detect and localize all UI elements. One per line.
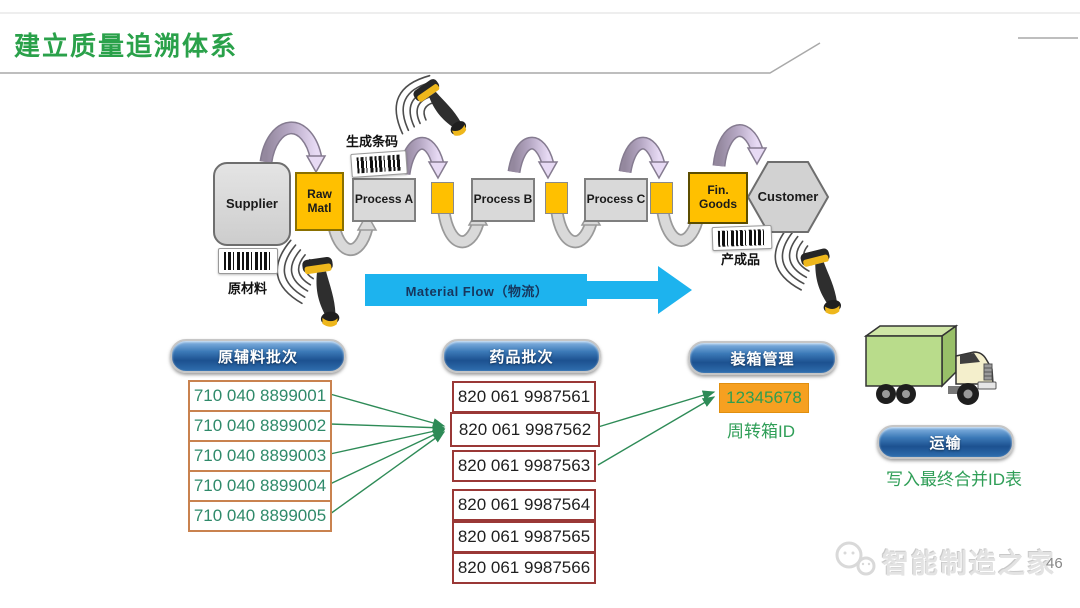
barcode-icon	[711, 224, 773, 252]
page-title: 建立质量追溯体系	[14, 31, 239, 61]
transport-note: 写入最终合并ID表	[886, 470, 1022, 489]
node-fin-goods: Fin. Goods	[688, 172, 748, 224]
raw-batch-box: 710 040 8899005	[188, 500, 332, 532]
barcode-icon	[218, 248, 278, 274]
node-process-a: Process A	[352, 178, 416, 222]
material-flow-arrow	[365, 266, 692, 314]
generate-barcode-label: 生成条码	[346, 134, 399, 149]
node-customer-label: Customer	[757, 188, 819, 204]
drug-batch-pill: 药品批次	[442, 339, 601, 373]
wip-lot-box	[431, 182, 454, 214]
raw-batch-pill: 原辅料批次	[170, 339, 346, 373]
arch-arrows	[259, 121, 768, 180]
raw-batch-box: 710 040 8899004	[188, 470, 332, 502]
watermark-text: 智能制造之家	[882, 549, 1056, 579]
node-process-b: Process B	[471, 178, 535, 222]
delivery-truck-icon	[863, 324, 997, 405]
page-number: 46	[1046, 555, 1063, 572]
container-id-box: 12345678	[719, 383, 809, 413]
drug-batch-box: 820 061 9987564	[452, 489, 596, 521]
drug-batch-box: 820 061 9987565	[452, 521, 596, 553]
wip-lot-box	[650, 182, 673, 214]
drug-batch-box: 820 061 9987563	[452, 450, 596, 482]
green-connectors	[329, 390, 716, 515]
transport-pill: 运输	[877, 425, 1014, 459]
node-process-c: Process C	[584, 178, 648, 222]
raw-batch-box: 710 040 8899002	[188, 410, 332, 442]
chat-bubbles-logo-icon	[835, 541, 876, 576]
wip-lot-box	[545, 182, 568, 214]
node-raw-matl: Raw Matl	[295, 172, 344, 231]
barcode-icon	[350, 150, 408, 178]
node-supplier: Supplier	[213, 162, 291, 246]
container-id-label: 周转箱ID	[727, 422, 795, 441]
raw-material-label: 原材料	[228, 281, 268, 296]
packing-management-pill: 装箱管理	[688, 341, 837, 375]
raw-batch-box: 710 040 8899001	[188, 380, 332, 412]
drug-batch-box: 820 061 9987561	[452, 381, 596, 413]
material-flow-label: Material Flow（物流）	[405, 284, 549, 299]
finished-goods-label: 产成品	[721, 252, 761, 267]
drug-batch-box: 820 061 9987562	[450, 412, 600, 447]
drug-batch-box: 820 061 9987566	[452, 552, 596, 584]
header-lines	[0, 12, 1080, 74]
raw-batch-box: 710 040 8899003	[188, 440, 332, 472]
